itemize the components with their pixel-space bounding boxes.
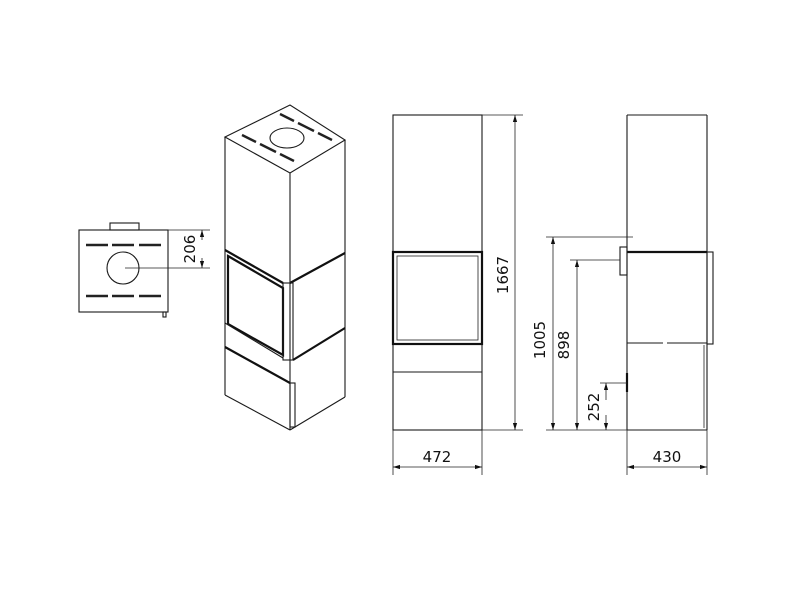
vent-slots <box>86 243 161 298</box>
dimension-252: 252 <box>585 382 627 430</box>
top-view: 206 <box>78 222 210 318</box>
dimension-label-898: 898 <box>555 331 573 360</box>
dimension-label-1005: 1005 <box>531 321 549 359</box>
dimension-label-430: 430 <box>653 448 682 466</box>
iso-fire-window <box>226 254 285 357</box>
isometric-view <box>223 104 347 431</box>
drawing-line <box>224 346 291 384</box>
dimension-label-1667: 1667 <box>494 256 512 294</box>
drawing-line <box>396 255 479 341</box>
dimension-472: 472 <box>392 430 483 475</box>
iso-vent-slots <box>241 112 333 163</box>
front-fire-window <box>391 250 484 346</box>
drawing-line <box>317 131 333 142</box>
door-handle-stub <box>162 311 167 318</box>
dimension-1005: 1005 <box>531 236 633 431</box>
drawing-line <box>241 133 257 144</box>
dimension-206: 206 <box>125 229 210 269</box>
drawing-line <box>289 396 346 431</box>
dimension-898: 898 <box>555 259 620 430</box>
front-view: 1667 472 <box>391 114 523 475</box>
drawing-line <box>224 249 284 284</box>
iso-flue-outlet <box>269 127 305 149</box>
top-view-outline <box>78 229 169 313</box>
side-view: 1005 898 252 430 <box>531 114 714 475</box>
side-door-protrusion <box>706 251 714 345</box>
drawing-line <box>224 322 284 359</box>
dimension-label-252: 252 <box>585 393 603 422</box>
front-outline <box>392 114 483 431</box>
drawing-line <box>297 121 315 133</box>
drawing-line <box>224 394 291 431</box>
drawing-line <box>289 252 346 284</box>
drawing-line <box>279 112 295 123</box>
dimension-430: 430 <box>626 430 708 475</box>
drawing-line <box>259 142 277 154</box>
iso-door-frame <box>282 282 294 361</box>
flue-collar <box>109 222 140 231</box>
drawing-line <box>292 327 346 361</box>
drawing-line <box>279 152 295 163</box>
dimension-1667: 1667 <box>482 114 523 431</box>
iso-lower-door-edge <box>289 382 296 428</box>
dimension-label-206: 206 <box>181 235 199 264</box>
dimension-label-472: 472 <box>423 448 452 466</box>
side-flue-collar <box>619 246 628 276</box>
